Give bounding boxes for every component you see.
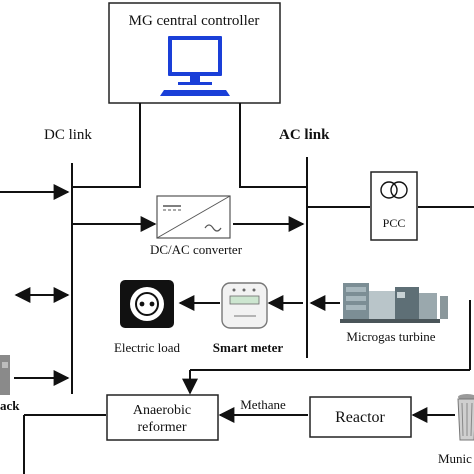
turbine-label: Microgas turbine xyxy=(346,329,435,344)
controller-title: MG central controller xyxy=(129,13,260,29)
controller-to-dc xyxy=(72,103,141,188)
pcc-label: PCC xyxy=(383,216,406,230)
methane-label: Methane xyxy=(240,397,286,412)
reformer-label-line1: Anaerobic xyxy=(133,403,191,418)
smart-meter-icon xyxy=(221,282,268,329)
reformer-label-line2: reformer xyxy=(138,420,187,435)
smart-meter-label: Smart meter xyxy=(213,340,284,355)
waste-bin-icon xyxy=(457,394,474,441)
reactor-box xyxy=(309,396,412,438)
reactor-label: Reactor xyxy=(335,409,385,426)
microgas-turbine-icon xyxy=(340,283,448,323)
computer-monitor-icon xyxy=(160,36,230,96)
bus-lines xyxy=(0,103,474,474)
pcc-transformer xyxy=(370,171,418,241)
controller-to-ac xyxy=(239,103,307,188)
dc-link-label: DC link xyxy=(44,127,92,143)
electric-load-socket-icon xyxy=(120,280,174,328)
electric-load-label: Electric load xyxy=(114,340,181,355)
converter-label: DC/AC converter xyxy=(150,242,243,257)
left-partial-device-icon xyxy=(0,355,10,395)
dc-ac-converter xyxy=(156,195,231,239)
pack-label: ack xyxy=(0,398,20,413)
central-controller: MG central controller xyxy=(108,2,281,104)
municipal-label: Munic xyxy=(438,451,472,466)
anaerobic-reformer-box xyxy=(106,394,219,441)
ac-link-label: AC link xyxy=(279,127,330,143)
